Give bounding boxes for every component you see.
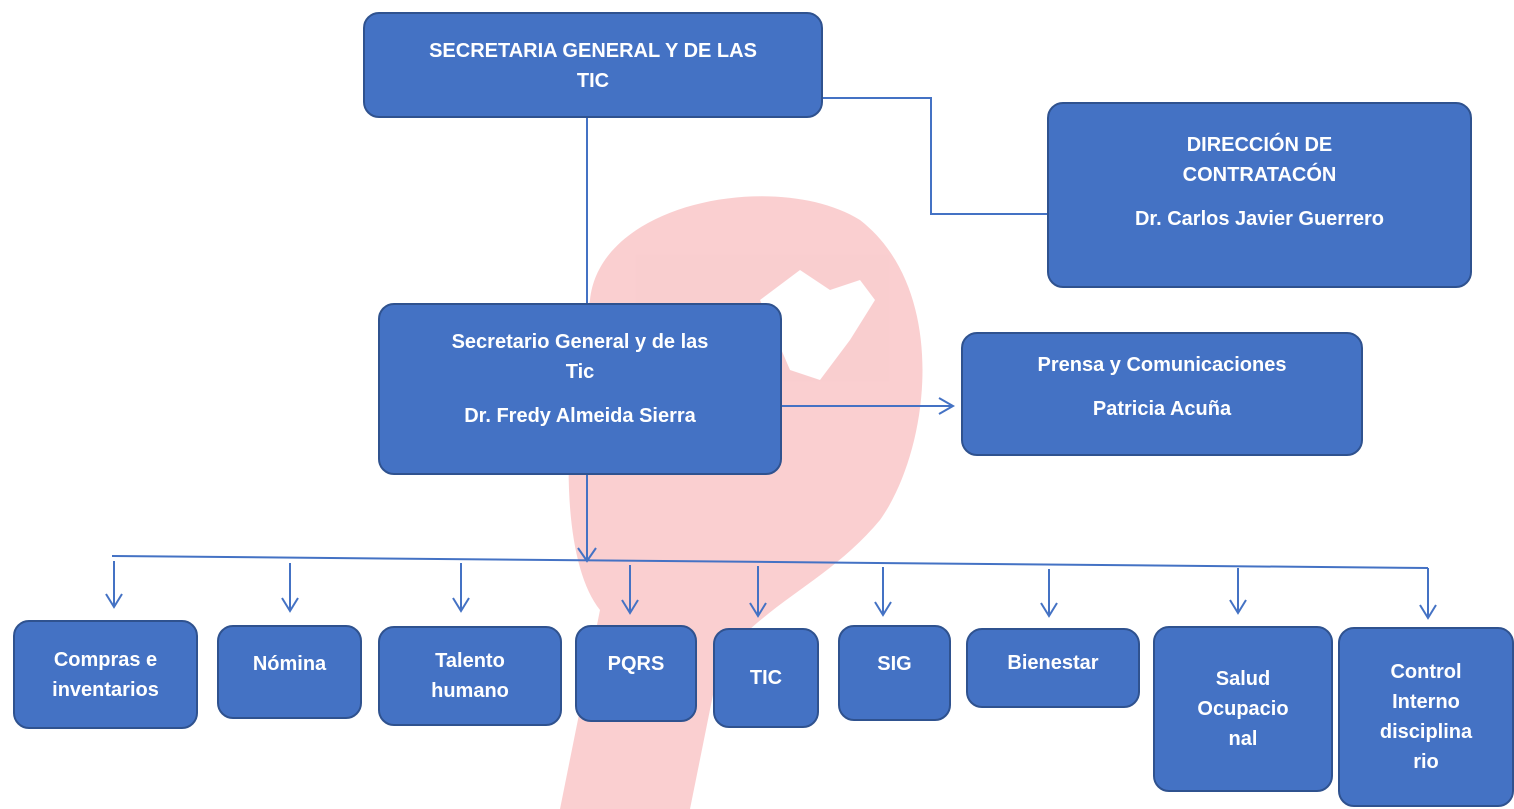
box-person: Dr. Fredy Almeida Sierra <box>464 405 696 427</box>
unit-compras-inventarios: Compras e inventarios <box>13 620 198 729</box>
connectors <box>105 97 1437 620</box>
unit-label-line: SIG <box>877 653 912 675</box>
secretario-general-box: Secretario General y de las Tic Dr. Fred… <box>378 303 782 475</box>
unit-label-line: humano <box>431 680 509 702</box>
box-title-line1: DIRECCIÓN DE <box>1186 134 1333 156</box>
unit-label-line: TIC <box>749 667 783 689</box>
unit-nomina: Nómina <box>217 625 362 719</box>
unit-label-line: Control <box>1390 661 1462 683</box>
box-title-line1: SECRETARIA GENERAL Y DE LAS <box>429 40 757 62</box>
unit-label-line: Interno <box>1392 691 1460 713</box>
box-title-line2: CONTRATACÓN <box>1182 164 1337 186</box>
direccion-contratacion-box: DIRECCIÓN DE CONTRATACÓN Dr. Carlos Javi… <box>1047 102 1472 288</box>
box-title-line1: Prensa y Comunicaciones <box>1037 354 1287 376</box>
unit-sig: SIG <box>838 625 951 721</box>
unit-salud-ocupacional: Salud Ocupacio nal <box>1153 626 1333 792</box>
box-person: Patricia Acuña <box>1092 398 1232 420</box>
unit-label-line: Compras e <box>53 648 158 671</box>
unit-label-line: Talento <box>435 650 505 672</box>
unit-label-line: PQRS <box>607 653 665 675</box>
unit-label-line: inventarios <box>52 678 159 701</box>
unit-label-line: Ocupacio <box>1197 698 1289 720</box>
unit-pqrs: PQRS <box>575 625 697 722</box>
unit-label-line: Bienestar <box>1007 652 1099 674</box>
unit-label-line: Salud <box>1215 668 1271 690</box>
unit-label-line: rio <box>1413 751 1439 773</box>
unit-bienestar: Bienestar <box>966 628 1140 708</box>
box-title-line1: Secretario General y de las <box>451 331 709 353</box>
unit-label-line: Nómina <box>252 653 327 675</box>
unit-label-line: nal <box>1228 728 1258 750</box>
box-title-line2: TIC <box>576 70 610 92</box>
unit-label-line: disciplina <box>1379 721 1473 743</box>
prensa-comunicaciones-box: Prensa y Comunicaciones Patricia Acuña <box>961 332 1363 456</box>
secretaria-general-box: SECRETARIA GENERAL Y DE LAS TIC <box>363 12 823 118</box>
unit-control-interno-disciplinario: Control Interno disciplina rio <box>1338 627 1514 807</box>
box-title-line2: Tic <box>565 361 595 383</box>
box-person: Dr. Carlos Javier Guerrero <box>1134 208 1384 230</box>
unit-tic: TIC <box>713 628 819 728</box>
unit-talento-humano: Talento humano <box>378 626 562 726</box>
